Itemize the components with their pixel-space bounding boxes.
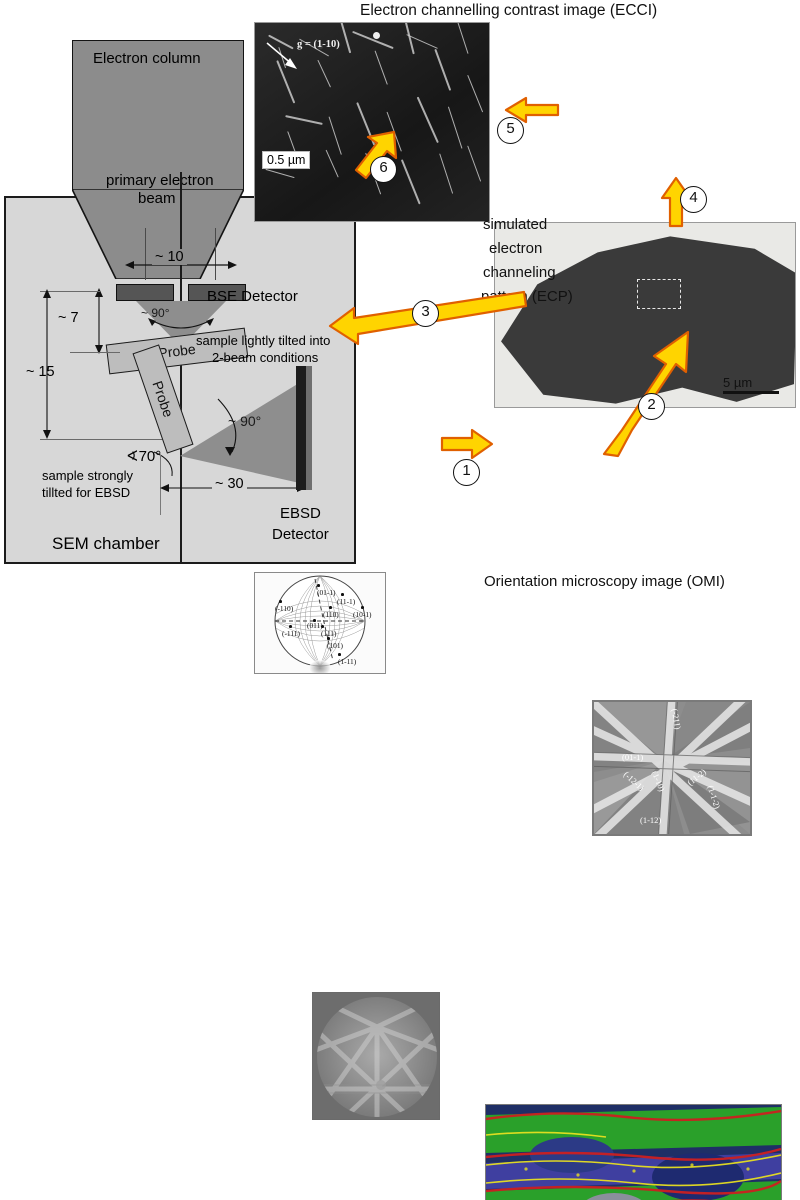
ebsd-angle-label: ~ 90°: [228, 413, 262, 429]
ecci-title: Electron channelling contrast image (ECC…: [360, 2, 658, 19]
pf-dot-8: [327, 637, 330, 640]
ebsd-kikuchi-pattern: [312, 992, 440, 1120]
pf-label-0: (01-1): [317, 588, 336, 597]
ecp-caption-2: electron: [489, 240, 543, 257]
ecci-right-scalebar-line: [723, 391, 779, 394]
ebsd-detector-plate: [296, 366, 306, 490]
ebsd-angle-arc: [217, 398, 237, 456]
bse-detector-label: BSE Detector: [207, 288, 298, 305]
pf-label-1: (11-1): [337, 597, 356, 606]
pf-dot-7: [321, 625, 324, 628]
beam-edge-right: [215, 228, 217, 280]
beam-edge-left: [145, 228, 147, 280]
dim-sample-to-ebsd-label: ~ 30: [212, 476, 247, 492]
ecp-panel: (-211) (01-1) (-12-1) (1-10) (11-2) (1-1…: [592, 700, 752, 836]
tilt-angle-arc: [153, 451, 173, 477]
ecp-label-6: (1-12): [640, 815, 662, 825]
pf-label-8: (101): [327, 641, 344, 650]
grain-image: [495, 223, 795, 407]
arrow-4-badge: 4: [680, 186, 707, 213]
arrow-5-badge: 5: [497, 117, 524, 144]
pf-dot-2: [279, 600, 282, 603]
bse-angle-label: ~ 90°: [141, 306, 170, 320]
ecci-right-scalebar-label: 5 µm: [723, 375, 753, 390]
primary-beam-label-1: primary electron: [106, 172, 214, 189]
electron-column-cone: [72, 189, 244, 279]
arrow-3-badge: 3: [412, 300, 439, 327]
pf-dot-6: [289, 625, 292, 628]
omi-panel: [485, 1104, 782, 1200]
pf-dot-4: [361, 606, 364, 609]
dim-15-tick-bot: [40, 439, 180, 440]
electron-column-label: Electron column: [93, 50, 201, 67]
roi-dashed-box: [637, 279, 681, 309]
primary-beam-label-2: beam: [138, 190, 176, 207]
dim-column-to-tilted-label: ~ 15: [26, 364, 55, 380]
ecci-note-line1: sample lightly tilted into: [196, 333, 331, 348]
dim-column-to-tilted: [43, 289, 51, 439]
bse-angle-arc: [148, 318, 214, 329]
ebsd-detector-label-2: Detector: [272, 526, 329, 543]
ebsd-detector-plate-face: [306, 366, 312, 490]
dim-column-width: [125, 261, 237, 269]
sem-chamber-label: SEM chamber: [52, 534, 160, 553]
dim-bse-tick-bot: [70, 352, 120, 353]
beam-axis-line: [180, 172, 182, 562]
pf-dot-9: [338, 653, 341, 656]
bse-detector-left: [116, 284, 174, 301]
pole-figure-panel: (01-1) (11-1) (-110) (110) (10-1) (011) …: [254, 572, 386, 674]
electron-column-body: [72, 40, 244, 190]
arrow-1-badge: 1: [453, 459, 480, 486]
g-vector-arrow-icon: [266, 42, 297, 69]
ecci-right-scalebar-group: 5 µm: [723, 375, 779, 394]
ecci-note-line2: 2-beam conditions: [212, 350, 319, 365]
omi-caption: Orientation microscopy image (OMI): [484, 573, 725, 590]
probe-label-tilted: Probe: [149, 378, 177, 420]
pf-label-2: (-110): [275, 604, 294, 613]
bse-cone: [136, 301, 226, 347]
dim-bse-to-sample-label: ~ 7: [58, 310, 79, 326]
dim-bse-tick-top: [40, 291, 100, 292]
ecci-left-scalebar: 0.5 µm: [262, 151, 311, 169]
pf-label-6: (-111): [282, 629, 300, 638]
pf-label-3: (110): [323, 610, 339, 619]
ebsd-detector-label-1: EBSD: [280, 505, 321, 522]
ecp-caption-1: simulated: [483, 216, 548, 233]
arrow-6-icon: [354, 130, 398, 180]
bse-detector-right: [188, 284, 246, 301]
bright-particle: [373, 32, 380, 39]
pf-dot-1: [341, 593, 344, 596]
dim-column-width-label: ~ 10: [152, 249, 187, 265]
arrow-2-badge: 2: [638, 393, 665, 420]
ebsd-note-line2: tillted for EBSD: [42, 485, 131, 500]
arrow-6-badge: 6: [370, 156, 397, 183]
ebsd-cone: [180, 380, 304, 484]
sample-ref-line: [160, 455, 161, 515]
ebsd-note-line1: sample strongly: [42, 468, 134, 483]
dim-bse-to-sample: [95, 288, 103, 354]
omi-orientation-map: [486, 1105, 781, 1200]
arrow-1-icon: [440, 428, 494, 460]
g-vector-label: g = (1-10): [297, 39, 340, 50]
arrow-5-icon: [504, 96, 560, 124]
tilt-angle-label: ∢70°: [126, 448, 162, 465]
pf-dot-0: [317, 584, 320, 587]
pf-label-9: (1-11): [338, 657, 357, 666]
ecci-right-panel: 5 µm: [494, 222, 796, 408]
ecp-label-1: (01-1): [622, 752, 644, 762]
pf-label-4: (10-1): [353, 610, 372, 619]
kikuchi-lines: [317, 1000, 437, 1117]
pf-dot-3: [329, 606, 332, 609]
ecci-left-panel: g = (1-10) 0.5 µm: [254, 22, 490, 222]
ecp-caption-3: channeling: [483, 264, 556, 281]
figure-root: Electron channelling contrast image (ECC…: [4, 2, 796, 1200]
